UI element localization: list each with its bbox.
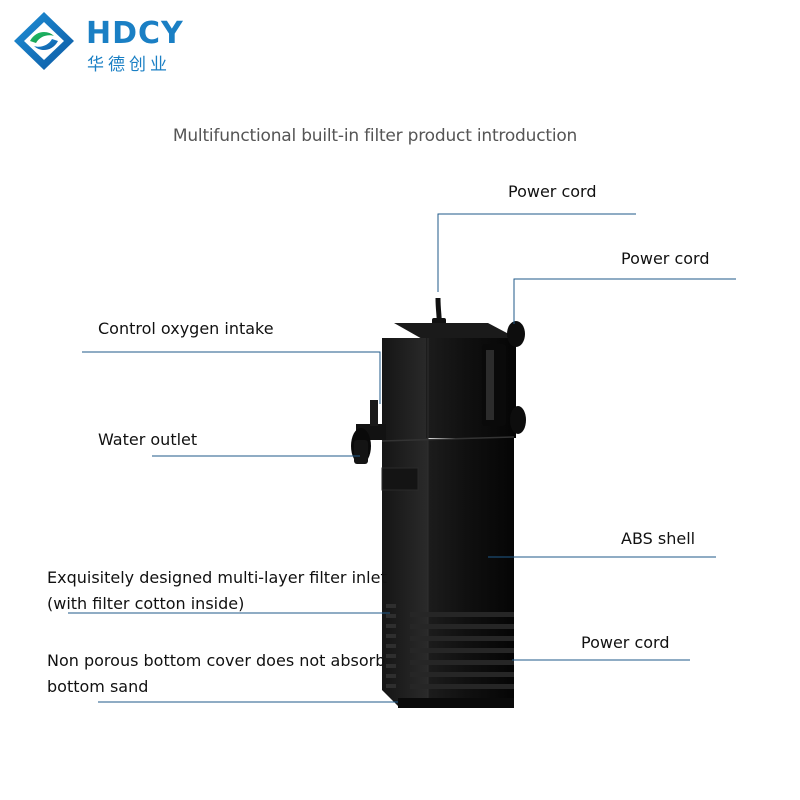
filter-body xyxy=(351,321,526,708)
label-inlet-line2: (with filter cotton inside) xyxy=(47,594,245,613)
intake-slots-side xyxy=(386,604,396,688)
logo-mark-icon xyxy=(14,12,74,70)
page-title: Multifunctional built-in filter product … xyxy=(172,126,578,146)
brand-name: HDCY xyxy=(86,16,184,51)
callout-right-cord xyxy=(513,278,736,324)
label-bottom-line1: Non porous bottom cover does not absorb xyxy=(47,651,386,670)
intake-slots-front xyxy=(410,612,514,689)
brand-subtitle: 华德创业 xyxy=(87,55,171,75)
label-water-outlet: Water outlet xyxy=(98,430,198,449)
brand-logo: HDCY 华德创业 xyxy=(12,10,202,75)
callout-lines xyxy=(68,213,736,703)
label-right-power-cord: Power cord xyxy=(621,249,710,268)
callout-top-cord xyxy=(437,213,636,292)
label-inlet-line1: Exquisitely designed multi-layer filter … xyxy=(47,568,387,587)
label-lower-power-cord: Power cord xyxy=(581,633,670,652)
label-abs-shell: ABS shell xyxy=(621,529,696,548)
label-oxygen-intake: Control oxygen intake xyxy=(98,319,274,338)
label-top-power-cord: Power cord xyxy=(508,182,597,201)
callout-oxygen xyxy=(82,351,381,404)
label-bottom-line2: bottom sand xyxy=(47,677,149,696)
